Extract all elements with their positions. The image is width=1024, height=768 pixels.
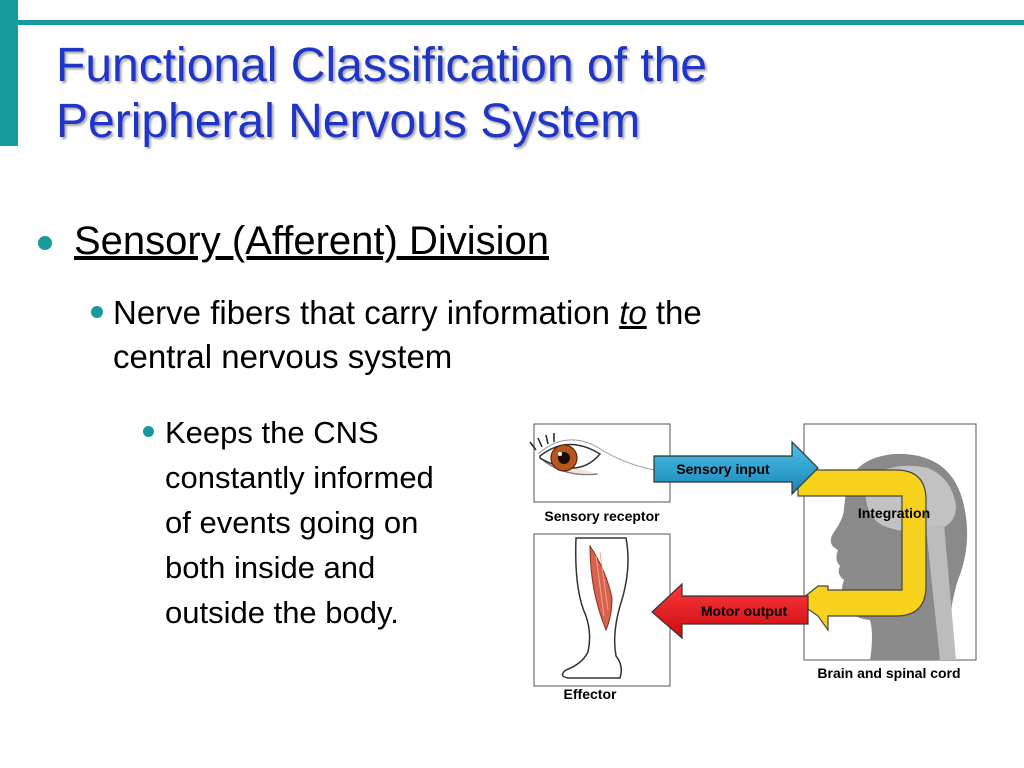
brain-spinal-cord-label: Brain and spinal cord [817, 665, 960, 681]
nervous-system-diagram: Sensory receptor Effector Integration Br… [528, 420, 984, 710]
motor-output-arrow [651, 582, 809, 640]
bullet3-line-4: both inside and [165, 550, 376, 585]
bullet3-line-3: of events going on [165, 505, 419, 540]
effector-label: Effector [564, 686, 617, 702]
nerve-fibers-text-a: Nerve fibers that carry information [113, 294, 620, 331]
sensory-input-label: Sensory input [676, 461, 770, 477]
title-line-2: Peripheral Nervous System [56, 95, 641, 148]
bullet-nerve-fibers: Nerve fibers that carry information to t… [113, 291, 702, 379]
sensory-receptor-label: Sensory receptor [544, 508, 660, 524]
bullet-dot-2 [91, 306, 103, 318]
integration-label: Integration [858, 505, 930, 521]
accent-bar [0, 0, 18, 146]
bullet-nerve-fibers-line-1: Nerve fibers that carry information to t… [113, 291, 702, 335]
bullet3-line-1: Keeps the CNS [165, 415, 379, 450]
title-line-1: Functional Classification of the [56, 39, 707, 92]
emphasis-to: to [619, 294, 647, 331]
bullet3-line-5: outside the body. [165, 595, 399, 630]
bullet-dot-1 [38, 236, 52, 250]
nerve-fibers-text-b: the [646, 294, 702, 331]
accent-line [18, 20, 1024, 25]
motor-output-label: Motor output [701, 603, 788, 619]
sensory-input-arrow [653, 440, 819, 496]
eye-icon [529, 433, 665, 476]
bullet-nerve-fibers-line-2: central nervous system [113, 338, 453, 375]
integration-loop-icon [796, 469, 927, 632]
bullet-dot-3 [143, 426, 154, 437]
leg-icon [561, 537, 629, 679]
slide-title: Functional Classification of the Periphe… [56, 38, 996, 150]
bullet-keeps-cns-informed: Keeps the CNS constantly informed of eve… [165, 410, 434, 635]
bullet3-line-2: constantly informed [165, 460, 434, 495]
bullet-sensory-division: Sensory (Afferent) Division [74, 219, 549, 263]
